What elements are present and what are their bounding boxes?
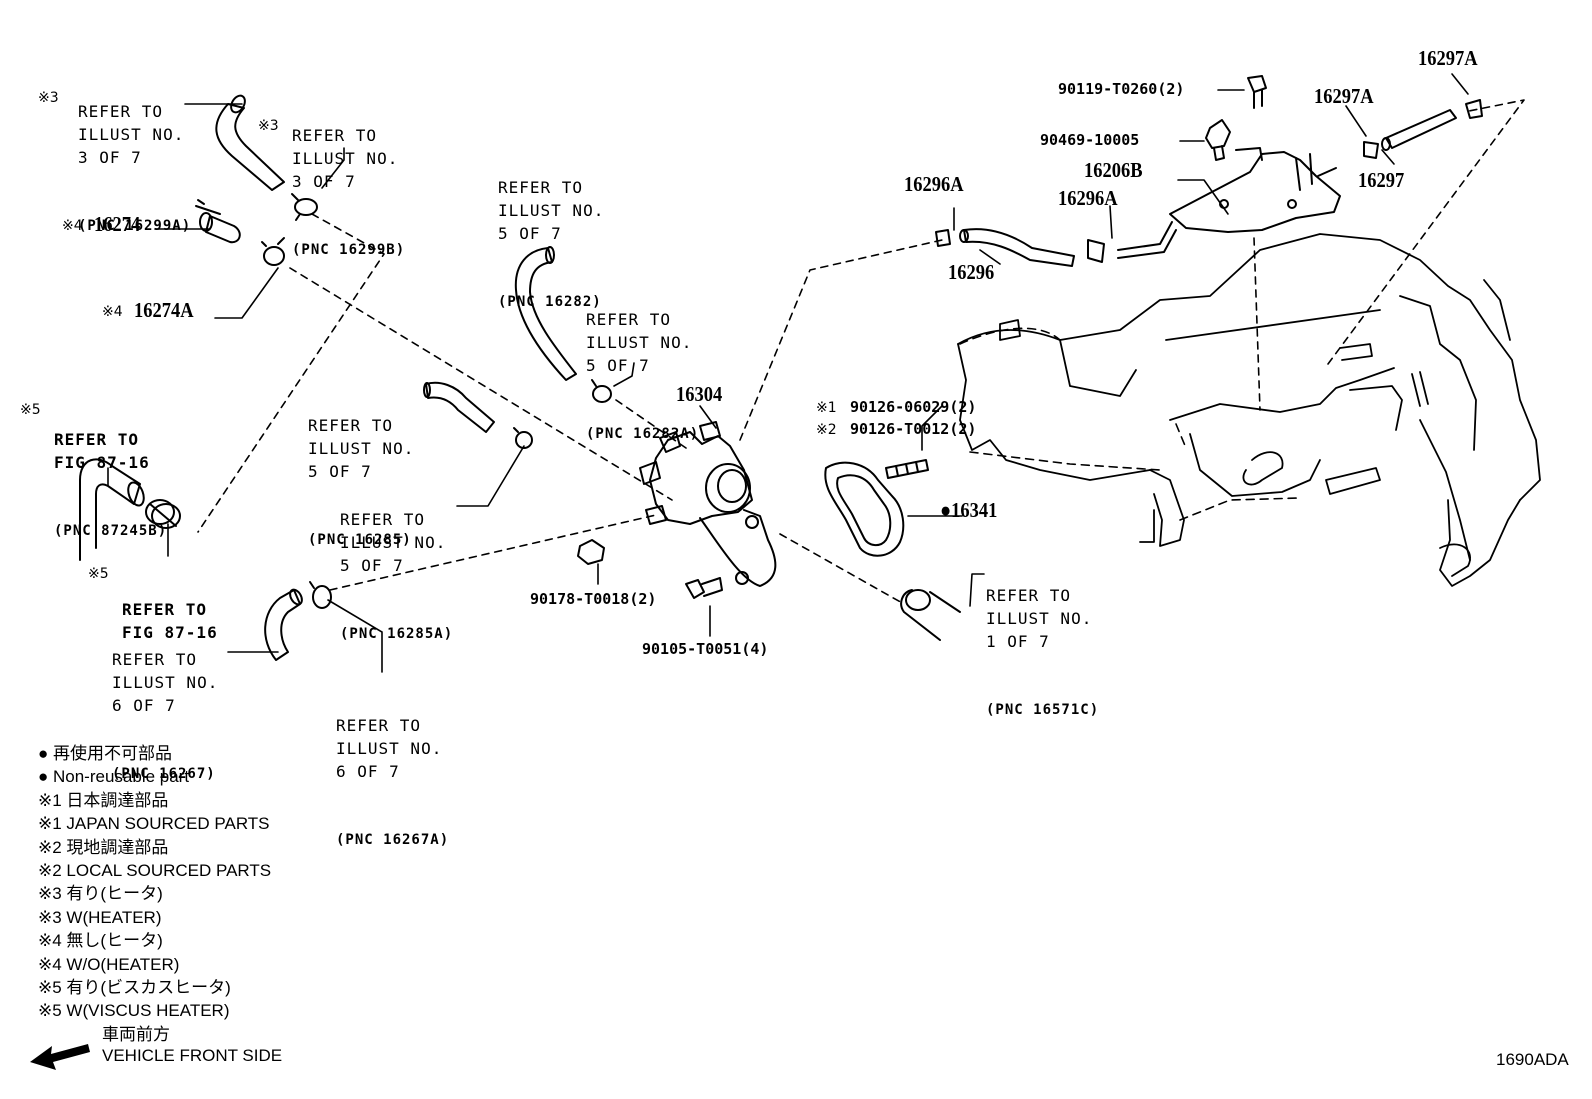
- part-16206b[interactable]: 16206B: [1084, 158, 1143, 182]
- part-90469-10005[interactable]: 90469-10005: [1040, 131, 1140, 149]
- part-16304[interactable]: 16304: [676, 382, 723, 406]
- part-16297a-left[interactable]: 16297A: [1314, 84, 1374, 108]
- water-outlet-16304: [639, 421, 777, 587]
- nut-90178: [577, 539, 605, 565]
- part-16297[interactable]: 16297: [1358, 168, 1405, 192]
- legend-item: ※2 LOCAL SOURCED PARTS: [38, 860, 272, 880]
- mark-3-a: ※3: [38, 90, 59, 106]
- hose-16282: [514, 246, 577, 381]
- hose-16296: [959, 228, 1075, 267]
- pipe-16206b: [1117, 221, 1177, 259]
- clamp-16267a: [309, 581, 332, 609]
- part-16274a[interactable]: 16274A: [134, 298, 194, 322]
- part-90105-t0051[interactable]: 90105-T0051(4): [642, 640, 769, 658]
- mark-2: ※2: [816, 422, 837, 438]
- legend-item: ● 再使用不可部品: [38, 744, 172, 763]
- legend: ● 再使用不可部品 ● Non-reusable part ※1 日本調達部品 …: [38, 742, 271, 1023]
- part-90178-t0018[interactable]: 90178-T0018(2): [530, 590, 657, 608]
- hose-16285: [423, 381, 495, 433]
- legend-item: ※5 W(VISCUS HEATER): [38, 1001, 230, 1021]
- part-90119-t0260[interactable]: 90119-T0260(2): [1058, 80, 1185, 98]
- part-16296a-right[interactable]: 16296A: [1058, 186, 1118, 210]
- leader-lines: [107, 73, 1469, 673]
- part-90126-06029[interactable]: 90126-06029(2): [850, 398, 977, 416]
- non-reusable-bullet: ●: [940, 498, 952, 522]
- mark-4-b: ※4: [102, 304, 123, 320]
- part-16274[interactable]: 16274: [94, 212, 141, 236]
- legend-item: ※3 有り(ヒータ): [38, 884, 163, 904]
- diagram-code: 1690ADA: [1496, 1050, 1569, 1069]
- legend-item: ● Non-reusable part: [38, 767, 190, 787]
- clip-90469: [1205, 119, 1231, 161]
- part-16296a-left[interactable]: 16296A: [904, 172, 964, 196]
- clamp-16274a: [261, 237, 285, 266]
- clamp-16299b: [291, 193, 318, 221]
- clip-16296a-2: [1087, 239, 1105, 263]
- bolt-90119: [1247, 75, 1267, 109]
- hose-16297: [1381, 109, 1457, 151]
- vehicle-front-arrow-icon: [30, 1044, 90, 1070]
- hose-16299a: [215, 94, 285, 191]
- hose-16267: [264, 588, 303, 661]
- mark-1: ※1: [816, 400, 837, 416]
- hose-16274: [195, 199, 241, 244]
- engine-block-outline: [957, 233, 1541, 587]
- clamp-viscus-heater: [145, 499, 181, 529]
- legend-item: ※5 有り(ビスカスヒータ): [38, 977, 231, 997]
- part-16341[interactable]: ●16341: [940, 498, 998, 522]
- hose-16571c: [900, 589, 961, 641]
- mark-5-a: ※5: [20, 402, 41, 418]
- bracket-16206b: [1169, 147, 1341, 233]
- mark-4-a: ※4: [62, 218, 83, 234]
- engine-dashed-detail: [959, 327, 1301, 521]
- gasket-16341: [824, 461, 905, 557]
- hose-87245b: [79, 458, 145, 561]
- stud-90126: [885, 459, 929, 479]
- clip-16297a-2: [1465, 99, 1483, 119]
- mark-3-b: ※3: [258, 118, 279, 134]
- part-16297a-right[interactable]: 16297A: [1418, 46, 1478, 70]
- legend-item: ※1 日本調達部品: [38, 790, 169, 810]
- legend-item: ※4 無し(ヒータ): [38, 931, 163, 951]
- legend-item: ※1 JAPAN SOURCED PARTS: [38, 814, 270, 834]
- legend-item: ※2 現地調達部品: [38, 837, 169, 857]
- part-90126-t0012[interactable]: 90126-T0012(2): [850, 420, 977, 438]
- bolt-90105: [685, 577, 723, 599]
- legend-item: ※3 W(HEATER): [38, 907, 162, 927]
- part-16296[interactable]: 16296: [948, 260, 995, 284]
- clamp-16282a: [591, 379, 612, 403]
- mark-5-b: ※5: [88, 566, 109, 582]
- clip-16297a-1: [1363, 141, 1379, 159]
- vehicle-front-side-label: 車両前方 VEHICLE FRONT SIDE: [102, 1025, 283, 1065]
- dashed-reference-lines: [197, 99, 1525, 605]
- clamp-16285a: [513, 427, 533, 449]
- legend-item: ※4 W/O(HEATER): [38, 954, 180, 974]
- clip-16296a-1: [935, 229, 951, 247]
